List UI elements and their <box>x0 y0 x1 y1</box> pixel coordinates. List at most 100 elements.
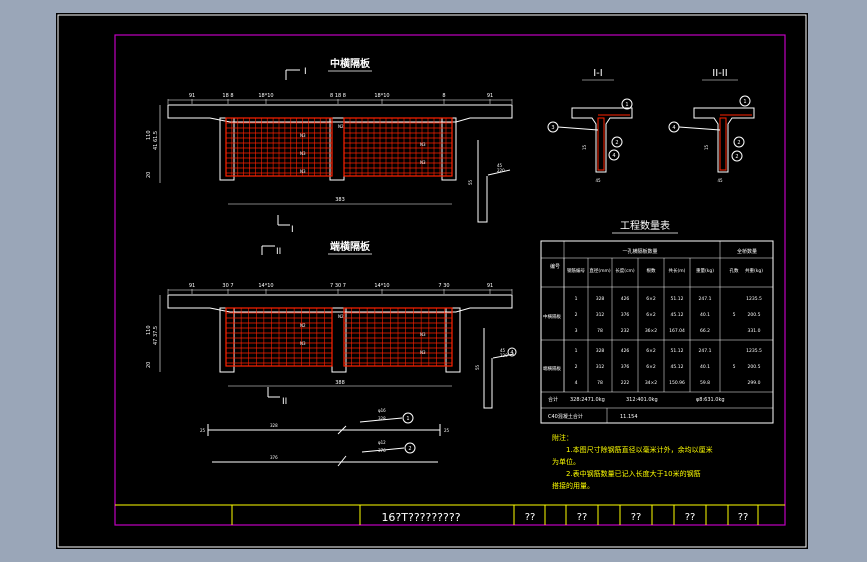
top-bottom-dim: 383 <box>335 197 345 203</box>
bar1-dim-left: 25 <box>200 428 206 433</box>
bottom-bottom-dim: 388 <box>335 380 345 386</box>
section2-title: II-II <box>712 68 727 79</box>
table-cell: 331.0 <box>748 328 761 334</box>
table-cell: 1 <box>575 348 578 354</box>
table-title: 工程数量表 <box>620 219 670 232</box>
table-col-header: 共重(kg) <box>745 267 763 274</box>
table-cell: 66.2 <box>700 328 710 334</box>
title-block: 16?T????????? ?? ?? ?? ?? ?? <box>115 504 785 525</box>
dim-label: 30 7 <box>222 283 233 289</box>
rebar-label: N3 <box>300 151 306 156</box>
dim-label: 14*10 <box>258 283 273 289</box>
table-cell: 328 <box>596 348 605 354</box>
sec1-callout-2: 2 <box>615 140 618 146</box>
table-col-header: 共长(m) <box>669 267 686 274</box>
sec2-callout-4: 4 <box>672 125 675 131</box>
bottom-view-title: 端横隔板 <box>330 240 371 253</box>
table-group-name: 端横隔板 <box>543 365 561 372</box>
table-header-main: 一孔横隔板数量 <box>622 248 657 255</box>
notes: 附注： 1.本图尺寸除钢筋直径以毫米计外，余均以厘米 为单位。 2.表中钢筋数量… <box>552 433 713 490</box>
rebar-label: N3 <box>300 341 306 346</box>
top-cut-mark-bottom: I <box>291 225 294 235</box>
rebar-label: N3 <box>420 160 426 165</box>
bottom-left-dim-1: 110 <box>146 325 152 335</box>
bottom-cut-mark: II <box>276 247 281 257</box>
dim-label: 14*10 <box>374 283 389 289</box>
table-total-2: 312:401.0kg <box>626 397 658 403</box>
inner-border <box>114 34 786 526</box>
table-cell: 2 <box>575 364 578 370</box>
table-cell: 6×2 <box>646 296 656 302</box>
notes-line-3: 2.表中钢筋数量已记入长度大于10米的钢筋 <box>566 469 701 478</box>
table-total-3: φ8:631.0kg <box>696 397 725 403</box>
notes-line-4: 搭接的用量。 <box>552 481 594 490</box>
drawing-background <box>56 13 808 549</box>
sec2-callout-2: 2 <box>737 140 740 146</box>
section-views: I-I II-II 1 2 3 4 45 15 1 2 4 2 45 15 <box>547 68 755 183</box>
table-cell: 34×2 <box>645 380 657 386</box>
table-cell: 167.04 <box>669 328 685 334</box>
table-cell: 426 <box>621 296 630 302</box>
top-cut-mark: I <box>304 67 307 77</box>
bottom-deck-outline <box>167 294 513 313</box>
table-cell: 2 <box>575 312 578 318</box>
table-cell: 78 <box>597 380 603 386</box>
bottom-cut-mark-bottom: II <box>282 397 287 407</box>
top-left-dim-1: 110 <box>146 130 152 140</box>
table-total-label: 合计 <box>548 396 558 403</box>
table-cell: 247.1 <box>699 296 712 302</box>
bar-details: 25 328 25 1 φ16 328 376 2 φ12 376 <box>200 408 450 467</box>
table-cell: 6×2 <box>646 348 656 354</box>
table-cell: 426 <box>621 348 630 354</box>
table-cell: 6×2 <box>646 312 656 318</box>
table-group-name: 中横隔板 <box>543 313 561 320</box>
table-col-header: 重量(kg) <box>696 267 714 274</box>
bottom-side-bar-dim-1: 45 <box>500 348 506 353</box>
dim-label: 91 <box>487 93 493 99</box>
table-col-header: 孔数 <box>730 267 739 274</box>
table-cell: 4 <box>575 380 578 386</box>
dim-label: 8 18 8 <box>330 93 346 99</box>
table-cell: 45.12 <box>671 312 684 318</box>
table-cell: 51.12 <box>671 296 684 302</box>
table-cell: 222 <box>621 380 630 386</box>
bar2-sub: 376 <box>378 448 386 453</box>
table-col-header: 长度(cm) <box>615 267 635 274</box>
bar2-callout: 2 <box>408 446 411 452</box>
dim-label: 91 <box>189 283 195 289</box>
top-left-dim-2: 41 61.5 <box>153 131 159 150</box>
table-cell: 376 <box>621 364 630 370</box>
table-cell: 299.0 <box>748 380 761 386</box>
table-cell: 200.5 <box>748 364 761 370</box>
rebar-label: N2 <box>338 314 344 319</box>
table-header-right: 全桥数量 <box>737 248 757 255</box>
dim-label: 7 30 <box>438 283 449 289</box>
bar1-callout: 1 <box>406 416 409 422</box>
notes-heading: 附注： <box>552 433 573 442</box>
table-cell: 78 <box>597 328 603 334</box>
rebar-label: N3 <box>300 133 306 138</box>
table-cell: 232 <box>621 328 630 334</box>
rebar-label: N3 <box>420 350 426 355</box>
table-total-1: 328:2471.0kg <box>570 397 605 403</box>
table-col-id: 编号 <box>550 263 560 270</box>
table-cell: 1235.5 <box>746 348 762 354</box>
rebar-label: N3 <box>300 169 306 174</box>
notes-line-1: 1.本图尺寸除钢筋直径以毫米计外，余均以厘米 <box>566 445 713 454</box>
bar1-label: φ16 <box>378 408 386 413</box>
svg-text:4: 4 <box>612 153 615 159</box>
sec2-dim-side: 15 <box>704 144 709 150</box>
quantity-table: 工程数量表 一孔横隔板数量 全桥数量 编号 钢筋编号直径(mm)长度(cm)根数… <box>540 219 774 424</box>
svg-text:2: 2 <box>735 154 738 160</box>
bar1-dim-right: 25 <box>444 428 450 433</box>
top-left-dim-3: 20 <box>146 172 152 178</box>
table-cell: 51.12 <box>671 348 684 354</box>
title-cell-5: ?? <box>738 512 749 523</box>
bottom-side-bar-length: 55 <box>475 364 480 370</box>
bar2-label: φ12 <box>378 440 386 445</box>
